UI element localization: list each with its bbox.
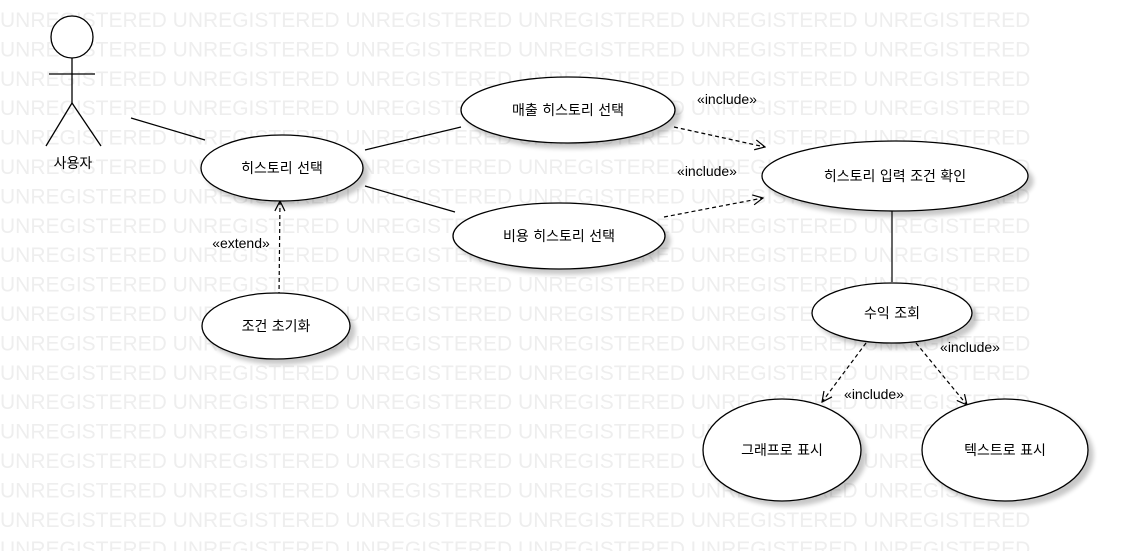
watermark-row: UNREGISTERED UNREGISTERED UNREGISTERED U… [0,362,1030,385]
usecase-label: 텍스트로 표시 [964,443,1046,459]
watermark-row: UNREGISTERED UNREGISTERED UNREGISTERED U… [0,509,1030,532]
usecase-text-display[interactable]: 텍스트로 표시 [921,398,1089,502]
watermark-row: UNREGISTERED UNREGISTERED UNREGISTERED U… [0,421,1030,444]
usecase-profit-query[interactable]: 수익 조회 [811,282,973,344]
watermark-row: UNREGISTERED UNREGISTERED UNREGISTERED U… [0,68,1030,91]
association-history-sales [364,126,462,151]
actor-user[interactable]: 사용자 [45,15,102,172]
usecase-label: 히스토리 선택 [241,161,323,177]
extend-reset-history [279,201,280,297]
watermark-row: UNREGISTERED UNREGISTERED UNREGISTERED U… [0,274,1030,297]
watermark-row: UNREGISTERED UNREGISTERED UNREGISTERED U… [0,538,1030,551]
usecase-cost-history-select[interactable]: 비용 히스토리 선택 [452,202,666,270]
watermark-row: UNREGISTERED UNREGISTERED UNREGISTERED U… [0,9,1030,32]
stereotype-include-graph: «include» [844,386,904,402]
association-actor-history [130,117,206,141]
watermark-row: UNREGISTERED UNREGISTERED UNREGISTERED U… [0,38,1030,61]
usecase-label: 수익 조회 [864,306,920,322]
actor-label: 사용자 [54,156,93,172]
include-profit-graph [822,342,867,402]
actor-right-leg [71,102,102,147]
watermark-row: UNREGISTERED UNREGISTERED UNREGISTERED U… [0,450,1030,473]
usecase-label: 그래프로 표시 [741,443,823,459]
include-sales-check [673,126,765,147]
usecase-condition-reset[interactable]: 조건 초기화 [201,292,351,360]
actor-head [50,15,94,59]
watermark-row: UNREGISTERED UNREGISTERED UNREGISTERED U… [0,479,1030,502]
include-cost-check [663,198,763,218]
stereotype-include-sales: «include» [697,91,757,107]
stereotype-include-cost: «include» [677,163,737,179]
include-profit-text [915,342,967,405]
stereotype-include-text: «include» [940,339,1000,355]
usecase-label: 매출 히스토리 선택 [512,103,624,119]
actor-left-leg [45,102,73,147]
usecase-history-input-check[interactable]: 히스토리 입력 조건 확인 [761,140,1029,212]
stereotype-extend-reset: «extend» [212,235,270,251]
usecase-label: 히스토리 입력 조건 확인 [824,169,966,185]
usecase-history-select[interactable]: 히스토리 선택 [200,134,364,202]
association-history-cost [364,185,456,213]
usecase-label: 조건 초기화 [242,319,311,335]
usecase-label: 비용 히스토리 선택 [503,229,615,245]
usecase-graph-display[interactable]: 그래프로 표시 [702,398,862,502]
usecase-sales-history-select[interactable]: 매출 히스토리 선택 [460,76,676,144]
